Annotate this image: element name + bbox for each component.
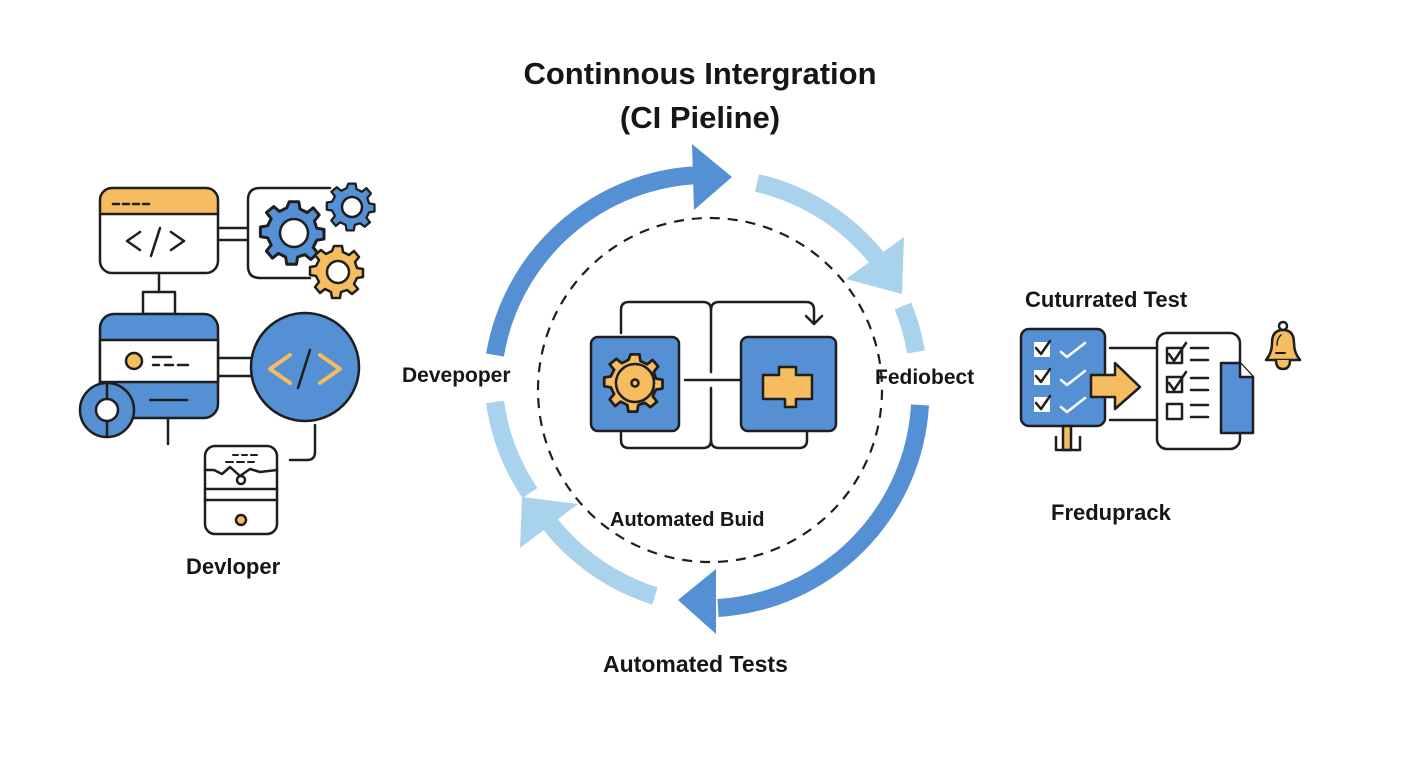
dashed-orbit — [536, 216, 884, 564]
title-line-2: (CI Pieline) — [619, 100, 781, 135]
label-cycle-feedback: Fediobect — [875, 366, 975, 389]
page-title: Continnous Intergration (CI Pieline) — [0, 52, 1400, 140]
cycle-arrows — [486, 144, 929, 634]
code-circle-icon — [249, 311, 361, 423]
package-icon — [739, 335, 838, 433]
code-window-icon — [98, 186, 220, 275]
arrowhead-right — [846, 237, 904, 294]
build-block — [589, 300, 838, 450]
arrowhead-left — [520, 497, 578, 548]
label-automated-tests: Automated Tests — [603, 651, 788, 677]
checklist-board-icon — [1019, 327, 1107, 452]
arrowhead-bottom — [678, 569, 716, 634]
title-line-1: Continnous Intergration — [523, 56, 877, 91]
build-gear-icon — [589, 335, 681, 433]
arrowhead-top — [692, 144, 732, 210]
label-automated-build: Automated Buid — [610, 509, 765, 531]
arrow-right-icon — [1089, 361, 1142, 411]
developer-card-icon — [78, 312, 220, 439]
label-curated-test: Cuturrated Test — [1025, 287, 1188, 312]
label-developer-cluster: Devloper — [186, 554, 281, 579]
left-cluster — [78, 182, 376, 536]
label-cycle-developer: Devepoper — [402, 364, 511, 387]
bell-icon — [1264, 320, 1302, 371]
gears-icon — [246, 182, 376, 300]
report-document-icon — [1155, 331, 1255, 451]
label-feedback: Freduprack — [1051, 500, 1171, 525]
arc-left-lower — [486, 400, 538, 499]
arc-right-short — [894, 302, 925, 354]
connector-lines — [141, 226, 317, 462]
arc-top-right — [754, 174, 888, 268]
server-icon — [203, 444, 279, 536]
right-cluster — [1019, 320, 1302, 452]
arc-top-left — [486, 166, 701, 357]
arc-bottom-right — [717, 404, 929, 617]
